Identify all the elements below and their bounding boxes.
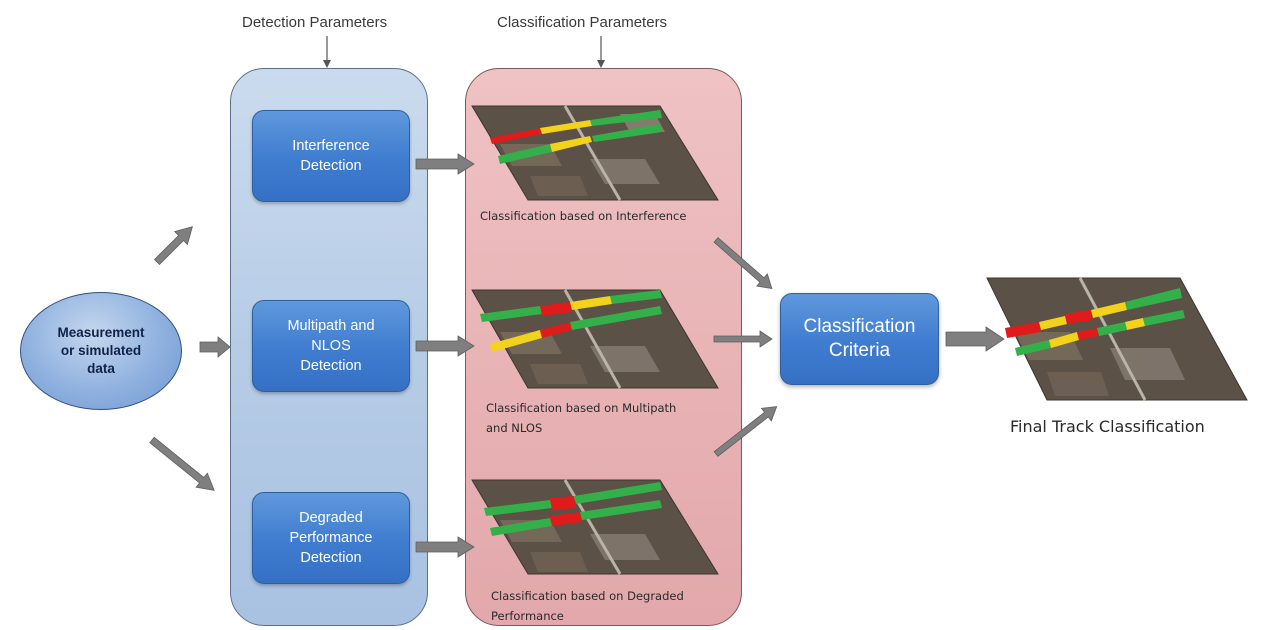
final-track-classification-map	[986, 277, 1248, 401]
arrow-interference-to-criteria	[713, 237, 773, 290]
arrow-interference-to-map	[415, 153, 475, 175]
arrow-source-to-interference	[153, 226, 193, 266]
degraded-performance-classification-caption: Classification based on Degraded Perform…	[491, 586, 684, 626]
classification-criteria-box: Classification Criteria	[780, 293, 939, 385]
degraded-caption-text: Classification based on Degraded Perform…	[491, 589, 684, 623]
arrow-source-to-multipath	[199, 336, 231, 358]
final-track-classification-caption: Final Track Classification	[1010, 417, 1205, 436]
interference-detection-label: Interference Detection	[292, 138, 370, 174]
interference-detection-box: Interference Detection	[252, 110, 410, 202]
measurement-data-source: Measurement or simulated data	[20, 292, 182, 410]
classification-parameters-header: Classification Parameters	[497, 14, 668, 31]
degraded-performance-classification-map	[471, 479, 719, 575]
interference-classification-caption: Classification based on Interference	[480, 206, 686, 226]
interference-caption-text: Classification based on Interference	[480, 209, 687, 223]
multipath-caption-text: Classification based on Multipath and NL…	[486, 401, 677, 435]
arrow-multipath-to-map	[415, 335, 475, 357]
arrow-degraded-to-map	[415, 536, 475, 558]
arrow-criteria-to-final	[945, 326, 1005, 352]
arrow-degraded-to-criteria	[713, 406, 778, 457]
multipath-nlos-classification-map	[471, 289, 719, 389]
arrow-source-to-degraded	[149, 436, 215, 491]
degraded-performance-detection-box: Degraded Performance Detection	[252, 492, 410, 584]
source-label: Measurement or simulated data	[57, 325, 145, 376]
arrow-multipath-to-criteria	[713, 330, 773, 348]
multipath-nlos-classification-caption: Classification based on Multipath and NL…	[486, 398, 676, 438]
classification-criteria-label: Classification Criteria	[803, 316, 916, 361]
multipath-nlos-detection-box: Multipath and NLOS Detection	[252, 300, 410, 392]
multipath-nlos-detection-label: Multipath and NLOS Detection	[287, 318, 375, 374]
detection-parameters-header: Detection Parameters	[242, 14, 388, 31]
degraded-performance-detection-label: Degraded Performance Detection	[289, 510, 373, 566]
interference-classification-map	[471, 105, 719, 201]
